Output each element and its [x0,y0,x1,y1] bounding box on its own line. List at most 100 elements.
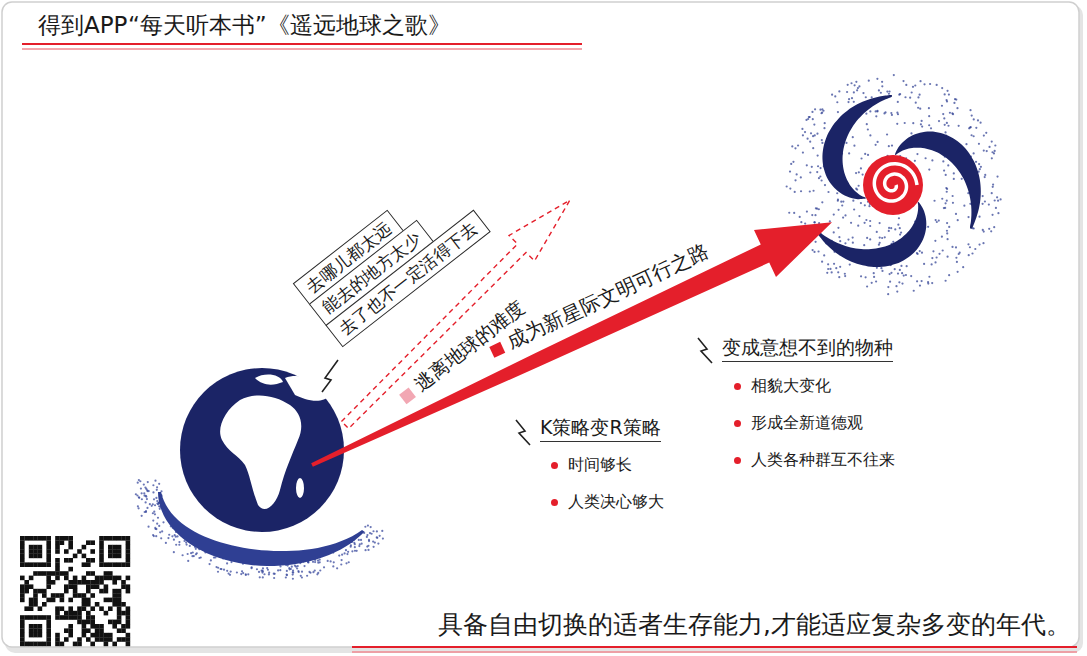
stipple-dot [888,145,890,147]
qr-module [38,624,43,629]
qr-module [73,589,78,594]
qr-module [121,628,126,633]
stipple-dot [312,561,314,563]
label: 变成意想不到的物种 [722,336,893,362]
qr-module [99,589,104,594]
stipple-dot [864,153,866,155]
qr-module [112,562,117,567]
stipple-dot [382,537,384,539]
stipple-dot [858,185,860,187]
stipple-dot [819,109,821,111]
stipple-dot [881,85,883,87]
frame [2,2,1079,647]
qr-module [117,637,122,642]
stipple-dot [190,552,192,554]
qr-module [121,602,126,607]
stipple-dot [838,236,840,238]
stipple-dot [800,190,802,192]
qr-module [46,628,51,633]
stipple-dot [873,276,875,278]
stipple-dot [347,551,349,553]
stipple-dot [945,187,947,189]
stipple-dot [138,496,140,498]
stipple-dot [957,219,959,221]
qr-module [33,602,38,607]
stipple-dot [187,553,189,555]
qr-module [112,593,117,598]
stipple-dot [356,550,358,552]
qr-module [55,615,60,620]
stipple-dot [811,111,813,113]
qr-module [29,584,34,589]
stipple-dot [869,238,871,240]
stipple-dot [792,161,794,163]
stipple-dot [145,511,147,513]
stipple-dot [847,238,849,240]
stipple-dot [886,133,888,135]
stipple-dot [178,541,180,543]
stipple-dot [968,127,970,129]
stipple-dot [140,487,142,489]
stipple-dot [952,195,954,197]
stipple-dot [372,530,374,532]
qr-module [90,540,95,545]
qr-module [86,637,91,642]
stipple-dot [358,539,360,541]
stipple-dot [869,110,871,112]
stipple-dot [835,267,837,269]
stipple-dot [871,96,873,98]
stipple-dot [368,540,370,542]
qr-module [117,554,122,559]
stipple-dot [946,188,948,190]
stipple-dot [867,128,869,130]
stipple-dot [946,222,948,224]
stipple-dot [947,125,949,127]
stipple-dot [817,154,819,156]
stipple-dot [902,80,904,82]
stipple-dot [809,171,811,173]
qr-module [24,536,29,541]
stipple-dot [899,93,901,95]
stipple-dot [946,191,948,193]
label: 形成全新道德观 [734,413,863,433]
qr-module [55,558,60,563]
qr-module [90,620,95,625]
qr-module [108,554,113,559]
stipple-dot [345,549,347,551]
stipple-dot [941,105,943,107]
qr-module [64,589,69,594]
stipple-dot [988,146,990,148]
stipple-dot [852,236,854,238]
arrow-label: 成为新星际文明可行之路 [503,238,713,353]
stipple-dot [983,134,985,136]
qr-module [20,624,25,629]
qr-module [42,593,47,598]
stipple-dot [810,132,812,134]
stipple-dot [314,569,316,571]
stipple-dot [319,569,321,571]
qr-module [24,584,29,589]
stipple-dot [974,248,976,250]
qr-module [108,571,113,576]
stipple-dot [162,521,164,523]
stipple-dot [943,169,945,171]
stipple-dot [839,240,841,242]
galaxy-core [863,155,923,215]
stipple-dot [147,481,149,483]
stipple-dot [376,536,378,538]
qr-module [33,633,38,638]
stipple-dot [155,528,157,530]
qr-module [29,554,34,559]
qr-module [82,628,87,633]
stipple-dot [789,170,791,172]
qr-module [117,576,122,581]
stipple-dot [226,570,228,572]
square-marker [489,341,505,357]
qr-module [42,602,47,607]
qr-module [82,633,87,638]
stipple-dot [913,290,915,292]
qr-module [68,633,73,638]
qr-module [90,593,95,598]
qr-module [55,633,60,638]
qr-module [90,558,95,563]
